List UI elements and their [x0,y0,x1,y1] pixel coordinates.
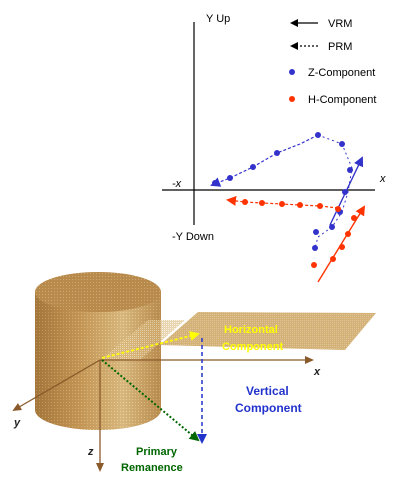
z-point [339,141,345,147]
y-up-label: Y Up [206,13,230,25]
h-point [339,244,345,250]
red-dot-icon [289,96,295,102]
plane-overlay [100,320,185,360]
z-point [250,164,256,170]
h-point [242,199,248,205]
primary-remanence-label-1: Primary [136,446,178,458]
z-point [212,180,218,186]
legend-z-label: Z-Component [308,67,375,79]
horizontal-component-arrow [101,331,200,359]
h-point [311,262,317,268]
legend-h-label: H-Component [308,94,376,106]
vertical-component-label-2: Component [235,401,302,415]
z-point [274,150,280,156]
h-point [259,200,265,206]
z-point [329,224,335,230]
z-point [315,132,321,138]
h-point [330,256,336,262]
z-point [313,229,319,235]
h-component-series [226,195,366,283]
h-point [297,202,303,208]
h-point [317,203,323,209]
y-down-label: -Y Down [172,231,214,243]
legend-vrm-label: VRM [328,18,352,30]
z-point [342,189,348,195]
axis-x-label: x [313,366,321,378]
primary-remanence-label-2: Remanence [121,462,183,474]
blue-dot-icon [289,69,295,75]
cylinder-top-texture [35,272,161,312]
h-point [351,215,357,221]
z-component-series [210,132,364,251]
vertical-component-label-1: Vertical [246,384,289,398]
z-connector-line [314,134,353,249]
z-prm-line [210,134,319,187]
core-sample-diagram: x y z Horizontal Component Vertical Comp… [12,272,376,474]
horizontal-component-label-2: Component [222,341,283,353]
h-point [345,231,351,237]
x-positive-label: x [379,173,386,185]
z-point [227,175,233,181]
horizontal-component-label-1: Horizontal [224,324,278,336]
zijderveld-plot: Y Up -Y Down -x x VRM PRM Z-Component H-… [162,13,386,283]
y-axis-3d [12,359,101,412]
z-point [312,245,318,251]
h-point [335,206,341,212]
z-point [347,167,353,173]
x-negative-label: -x [172,178,182,190]
primary-remanence-arrow [101,359,200,442]
axis-z-label: z [87,446,94,458]
axis-y-label: y [13,417,21,429]
h-point [279,201,285,207]
legend-prm-label: PRM [328,41,352,53]
legend: VRM PRM Z-Component H-Component [289,18,376,106]
horizontal-plane-texture [160,312,376,350]
